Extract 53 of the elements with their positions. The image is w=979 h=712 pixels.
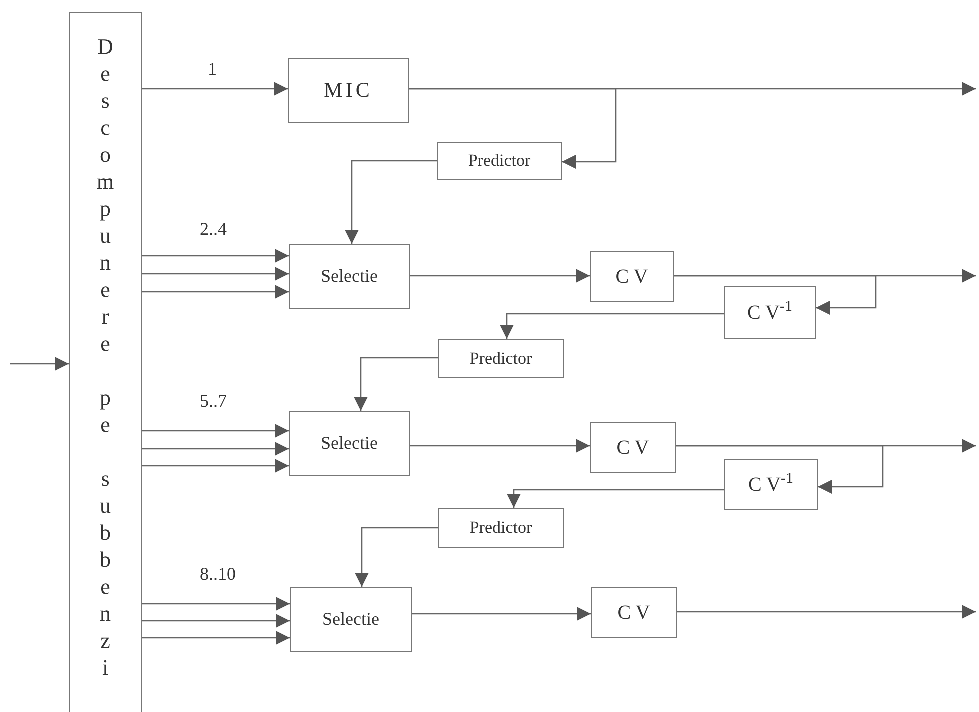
process-box <box>289 244 410 309</box>
arrow <box>142 614 290 628</box>
box-label: Selectie <box>321 432 378 455</box>
process-box <box>724 286 816 339</box>
arrow <box>142 249 289 263</box>
arrow <box>354 357 438 411</box>
box-label: Predictor <box>470 348 532 370</box>
box-label: C V <box>616 436 650 460</box>
vertical-label: Descompunere pe subbenzi <box>96 33 114 681</box>
arrow <box>677 605 976 619</box>
box-label: C V$^{-1}$ <box>748 470 794 498</box>
arrow <box>410 439 590 453</box>
arrow <box>345 160 437 244</box>
channel-label: 5..7 <box>200 390 227 413</box>
process-box <box>288 58 409 123</box>
process-box <box>590 251 674 302</box>
process-box <box>437 142 562 180</box>
arrow <box>142 82 288 96</box>
process-box <box>591 587 677 638</box>
channel-label: 2..4 <box>200 218 227 241</box>
arrow <box>142 631 290 645</box>
arrow <box>142 267 289 281</box>
box-label: C V <box>618 600 650 626</box>
arrow <box>412 607 591 621</box>
arrow <box>142 459 289 473</box>
arrow <box>676 445 884 494</box>
arrow <box>500 313 724 339</box>
box-label: Selectie <box>321 265 378 288</box>
process-box <box>290 587 412 652</box>
arrow <box>142 424 289 438</box>
arrow <box>142 285 289 299</box>
arrow <box>410 269 590 283</box>
channel-label: 8..10 <box>200 563 236 586</box>
arrow <box>142 597 290 611</box>
arrow <box>10 357 69 371</box>
process-box <box>289 411 410 476</box>
box-label: Predictor <box>470 517 532 540</box>
arrow <box>409 88 617 169</box>
box-label: MIC <box>324 76 373 104</box>
arrow <box>674 275 877 315</box>
arrow <box>142 442 289 456</box>
process-box <box>590 422 676 473</box>
box-label: Selectie <box>322 608 380 631</box>
arrow <box>507 489 724 508</box>
box-label: Predictor <box>468 150 531 172</box>
process-box <box>438 508 564 548</box>
channel-label: 1 <box>208 58 217 81</box>
box-label: C V$^{-1}$ <box>748 298 792 326</box>
box-label: C V <box>616 264 648 290</box>
process-box <box>438 339 564 378</box>
process-box <box>724 459 818 510</box>
arrow <box>355 527 438 587</box>
process-box <box>69 12 142 712</box>
